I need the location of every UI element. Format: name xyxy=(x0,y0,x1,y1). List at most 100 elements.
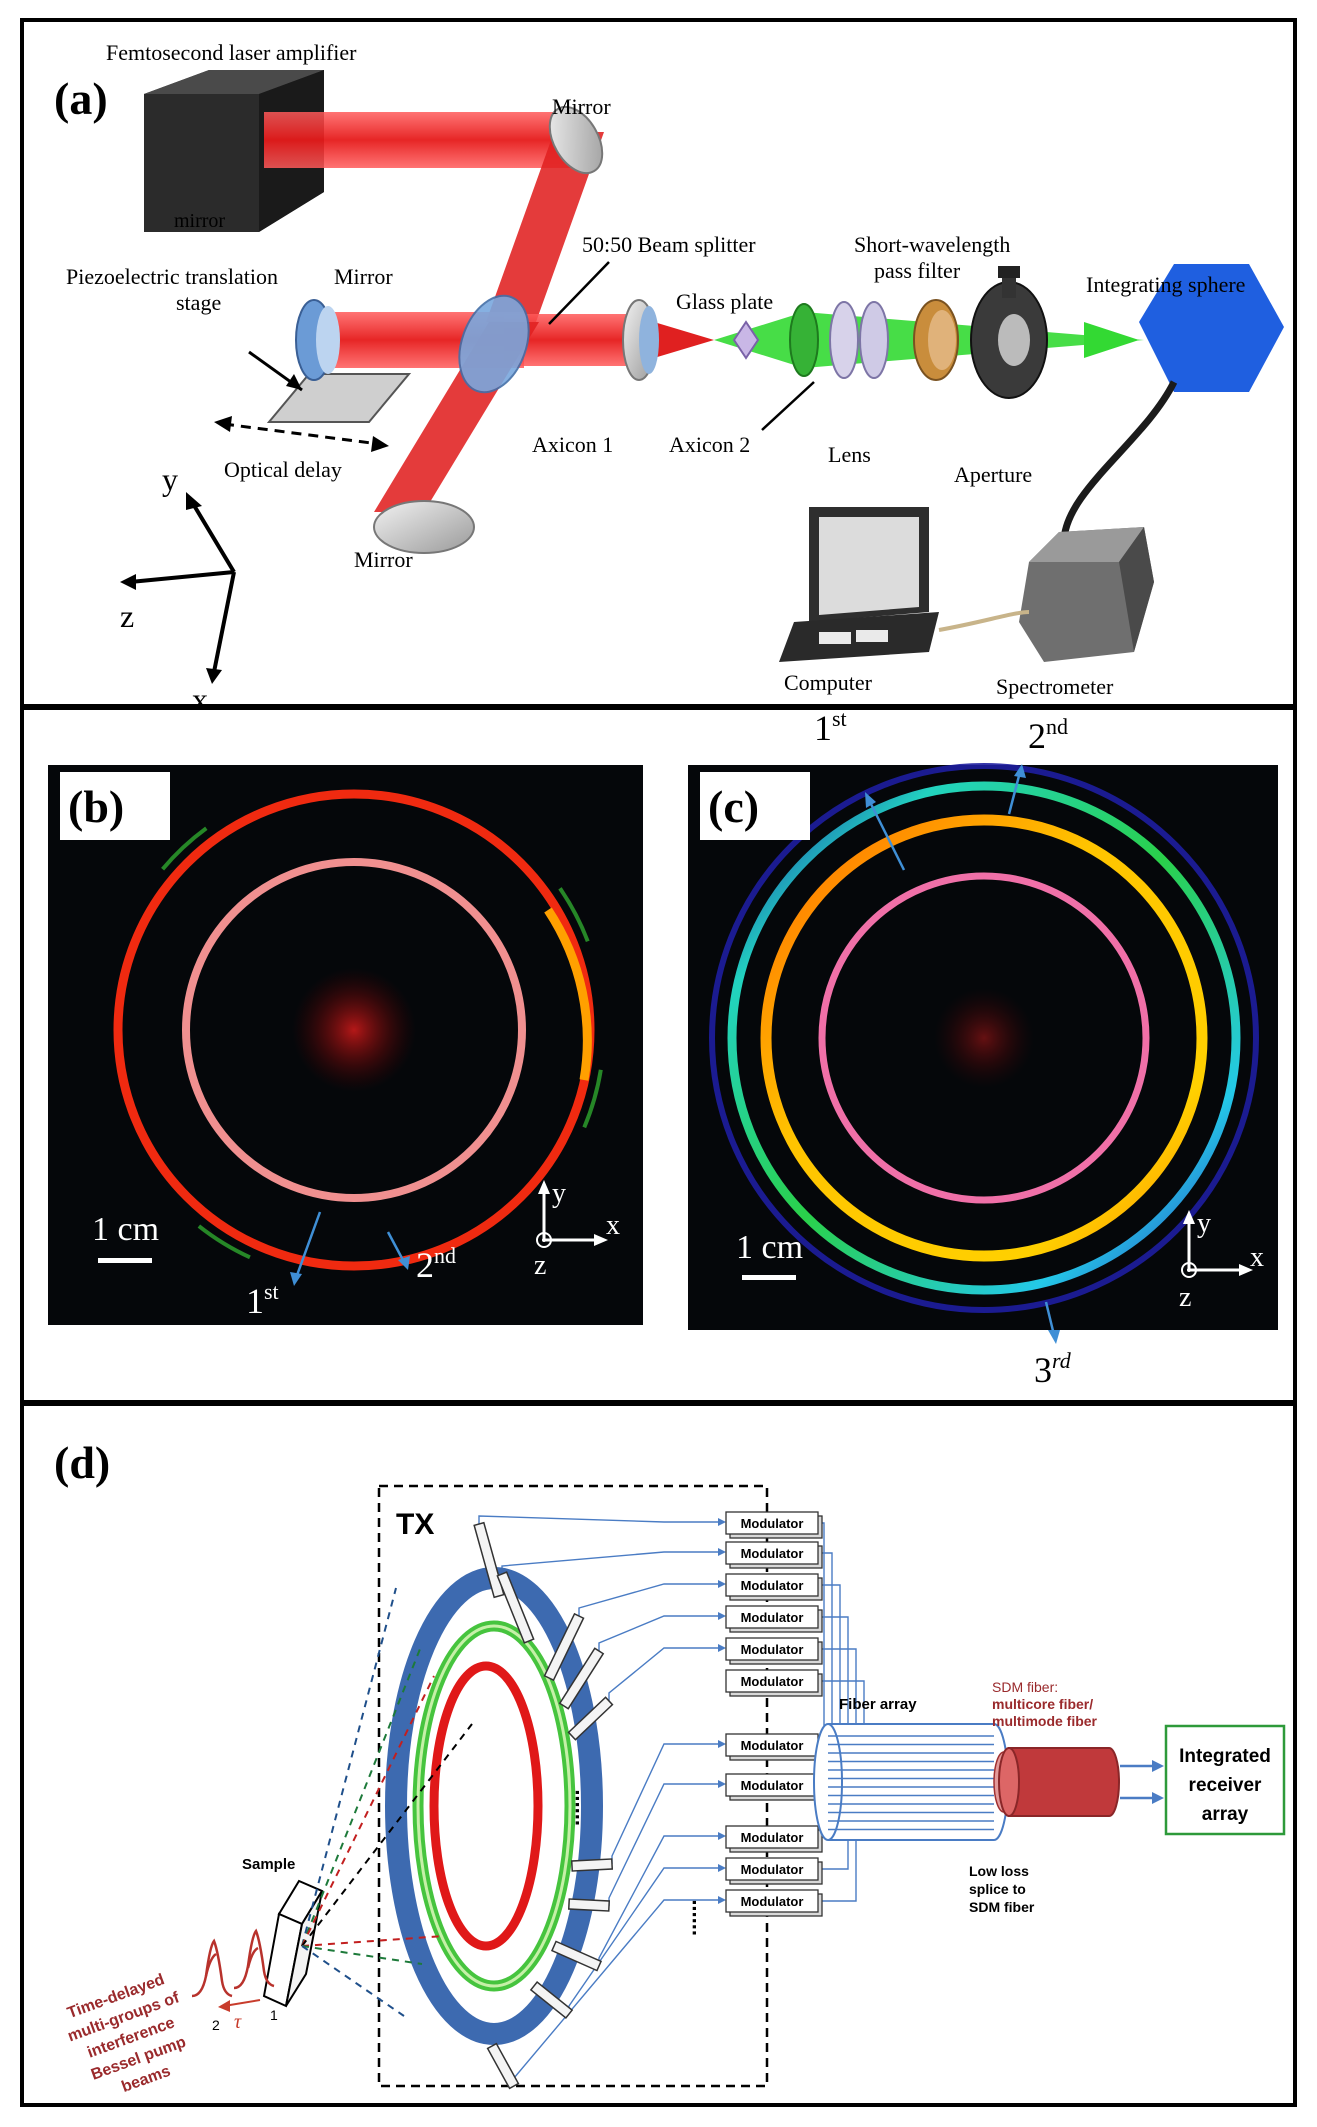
panel-b-axis-z: z xyxy=(534,1250,546,1281)
modulator-label: Modulator xyxy=(741,1578,804,1593)
ring-fiber-rod xyxy=(570,1858,614,1872)
ring-fiber-rod xyxy=(550,1940,603,1972)
ring-fiber-rod xyxy=(567,1898,611,1912)
axis-x-head xyxy=(206,668,222,684)
pulse-2-label: 2 xyxy=(212,2017,220,2033)
rod-wire-head xyxy=(718,1740,726,1748)
rod-wire xyxy=(608,1783,724,1906)
receiver-label-2: receiver xyxy=(1189,1775,1263,1796)
mirror-top xyxy=(548,105,604,175)
panel-b-order2: 2nd xyxy=(416,1243,456,1285)
piezo-pointer-head xyxy=(286,374,302,390)
filter-label-2: pass filter xyxy=(874,258,961,283)
modulator: Modulator xyxy=(725,1605,823,1633)
computer-label: Computer xyxy=(784,670,873,695)
modulator: Modulator xyxy=(725,1511,823,1539)
panel-c-arrow-2nd xyxy=(1007,771,1022,815)
panel-c-ring-3rd xyxy=(709,763,1259,1313)
rod-wire-head xyxy=(718,1580,726,1588)
panel-c-order3: 3rd xyxy=(1034,1348,1072,1390)
glass-plate-label: Glass plate xyxy=(676,289,773,314)
laser-face-label: mirror xyxy=(174,210,225,232)
modulator-label: Modulator xyxy=(741,1830,804,1845)
panel-c-arrow-3rd xyxy=(1044,1301,1056,1336)
beam-splitter xyxy=(458,294,530,394)
piezo-label-2: stage xyxy=(176,290,221,315)
mirror-top-label: Mirror xyxy=(552,94,611,119)
panel-d-diagram: (d) TX ...... ModulatorModulatorModulato… xyxy=(54,1437,1286,2096)
axis-z-label: z xyxy=(120,598,134,634)
ring-dots: ...... xyxy=(559,1789,584,1826)
panel-c-order2: 2nd xyxy=(1028,714,1068,756)
panel-c-axis-y: y xyxy=(1197,1208,1211,1239)
spectrometer xyxy=(1019,527,1154,662)
panel-d-tag: (d) xyxy=(54,1437,110,1488)
panel-c-arrow-1st-head xyxy=(865,792,876,808)
modulator-label: Modulator xyxy=(741,1778,804,1793)
panel-c-ring-1st xyxy=(760,814,1208,1262)
axicon2-pointer xyxy=(761,381,815,431)
panel-c-scale-label: 1 cm xyxy=(736,1229,803,1266)
ring-fiber-rod xyxy=(543,1612,585,1682)
panel-b-axis-y-head xyxy=(538,1180,550,1194)
panel-c-axis-y-head xyxy=(1183,1210,1195,1224)
mirror-left-label: Mirror xyxy=(334,264,393,289)
ring-fiber-rod xyxy=(529,1981,574,2019)
rod-wire-head xyxy=(718,1896,726,1904)
panel-b-arrow-2nd xyxy=(386,1231,406,1263)
axicon-2 xyxy=(789,303,819,377)
rod-wire-head xyxy=(718,1612,726,1620)
projection-line xyxy=(301,1643,423,1947)
panel-b-axis-origin-dot xyxy=(542,1238,546,1242)
panel-c-axis-origin xyxy=(1181,1262,1197,1278)
aperture-label: Aperture xyxy=(954,462,1032,487)
panel-b-ring-outer-highlight xyxy=(544,907,592,1081)
pump-pulses xyxy=(191,1928,275,1998)
mirror-bottom-label: Mirror xyxy=(354,547,413,572)
computer-cable xyxy=(938,610,1030,632)
panel-b-center-spot xyxy=(292,968,416,1092)
ring-fibers xyxy=(473,1521,614,2090)
ring-fiber-rod xyxy=(567,1696,614,1741)
sdm-label-1: SDM fiber: xyxy=(992,1679,1058,1695)
axicon2-label: Axicon 2 xyxy=(669,432,750,457)
modulator-label: Modulator xyxy=(741,1610,804,1625)
panel-c-axis-z: z xyxy=(1179,1282,1191,1313)
rod-wire xyxy=(578,1583,724,1616)
sdm-label-3: multimode fiber xyxy=(992,1713,1098,1729)
modulator: Modulator xyxy=(725,1825,823,1853)
beam-splitter-pointer xyxy=(548,261,610,325)
panel-b-order1: 1st xyxy=(246,1279,279,1321)
piezo-label-1: Piezoelectric translation xyxy=(66,264,278,289)
modulator: Modulator xyxy=(725,1541,823,1569)
coordinate-axes xyxy=(129,500,236,673)
panel-b-scale-label: 1 cm xyxy=(92,1211,159,1248)
modulator-label: Modulator xyxy=(741,1546,804,1561)
integrating-sphere xyxy=(1139,264,1284,392)
receiver-arrow-head-2 xyxy=(1152,1792,1164,1804)
tau-arrow-head xyxy=(218,2000,230,2012)
modulator-label: Modulator xyxy=(741,1674,804,1689)
piezo-stage xyxy=(266,299,412,423)
projection-line xyxy=(301,1935,445,1947)
panel-c-order1: 1st xyxy=(814,706,847,748)
axicon1-label: Axicon 1 xyxy=(532,432,613,457)
beam-splitter-label: 50:50 Beam splitter xyxy=(582,232,756,257)
panel-c-tag-box xyxy=(700,772,810,840)
panel-bc-rings: (b) 1 cm 1st 2nd y x z (c) 1 cm 1st 2nd … xyxy=(20,706,1297,1404)
modulator-label: Modulator xyxy=(741,1516,804,1531)
panel-c-ring-inner xyxy=(818,872,1150,1204)
panel-c-axis-x-head xyxy=(1239,1264,1253,1276)
panel-c-center-spot xyxy=(934,988,1034,1088)
projection-line xyxy=(301,1945,405,2017)
rod-wire-head xyxy=(718,1832,726,1840)
splice-label-2: splice to xyxy=(969,1881,1026,1897)
spectrometer-label: Spectrometer xyxy=(996,674,1114,699)
short-wavelength-filter xyxy=(913,299,959,381)
panel-b-arrow-1st-head xyxy=(290,1272,302,1286)
panel-bc-diagram: (b) 1 cm 1st 2nd y x z (c) 1 cm 1st 2nd … xyxy=(48,706,1278,1390)
panel-b-axis-x-head xyxy=(594,1234,608,1246)
rod-wire xyxy=(501,1551,724,1574)
receiver-label-3: array xyxy=(1202,1804,1249,1825)
